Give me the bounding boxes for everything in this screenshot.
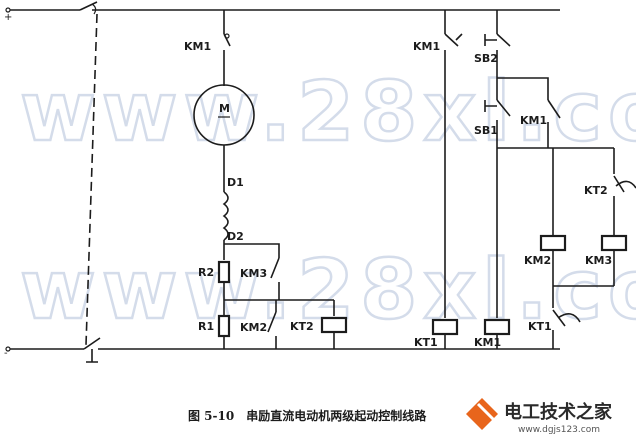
label-km2-coil: KM2 bbox=[524, 254, 551, 267]
label-d2: D2 bbox=[227, 230, 244, 243]
label-km1-ctrl: KM1 bbox=[413, 40, 440, 53]
label-km2-contact: KM2 bbox=[240, 321, 267, 334]
label-sb1: SB1 bbox=[474, 124, 498, 137]
sb1-contact bbox=[496, 99, 511, 117]
km2-contact bbox=[267, 311, 277, 333]
resistor-r1 bbox=[217, 314, 231, 338]
resistor-r2 bbox=[217, 260, 231, 284]
kt2-contact bbox=[613, 175, 636, 193]
sb2-button bbox=[484, 34, 497, 46]
coil-kt1 bbox=[431, 318, 459, 336]
km1-ctrl-contact bbox=[444, 33, 463, 47]
label-kt2-contact: KT2 bbox=[584, 184, 608, 197]
label-sb2: SB2 bbox=[474, 52, 498, 65]
km1-hold-contact bbox=[547, 99, 561, 119]
main-switch-bottom-ground bbox=[86, 349, 98, 363]
coil-kt2 bbox=[320, 316, 348, 334]
kt1-contact bbox=[552, 309, 581, 327]
logo-bolt-icon bbox=[476, 402, 496, 422]
wire-km3-top bbox=[224, 243, 280, 258]
site-logo: 电工技术之家 www.dgjs123.com bbox=[466, 398, 613, 435]
logo-url: www.dgjs123.com bbox=[518, 425, 600, 435]
label-d1: D1 bbox=[227, 176, 244, 189]
logo-name: 电工技术之家 bbox=[504, 401, 613, 423]
logo-diamond-icon bbox=[466, 398, 498, 430]
label-km3-coil: KM3 bbox=[585, 254, 612, 267]
label-r1: R1 bbox=[198, 320, 214, 333]
watermark-top: www.28xl.com bbox=[20, 65, 636, 160]
label-motor: M bbox=[219, 102, 230, 115]
figure-caption: 图 5-10 串励直流电动机两级起动控制线路 bbox=[188, 408, 427, 423]
label-km1-main: KM1 bbox=[184, 40, 211, 53]
series-field-coil bbox=[222, 191, 229, 241]
coil-km2 bbox=[539, 234, 567, 252]
label-km1-hold: KM1 bbox=[520, 114, 547, 127]
coil-km1 bbox=[483, 318, 511, 336]
terminal-minus-dot bbox=[5, 346, 11, 352]
terminal-minus: - bbox=[4, 348, 8, 359]
label-kt1-contact: KT1 bbox=[528, 320, 552, 333]
sb1-button bbox=[484, 100, 497, 112]
main-switch-bottom-blade bbox=[83, 337, 101, 350]
coil-km3 bbox=[600, 234, 628, 252]
sb2-contact bbox=[496, 33, 511, 47]
main-switch-top-blade bbox=[79, 1, 98, 11]
km3-contact bbox=[270, 257, 280, 279]
km1-main-contact-dot bbox=[224, 33, 230, 39]
label-kt2-coil: KT2 bbox=[290, 320, 314, 333]
main-switch-top-arc bbox=[91, 3, 97, 15]
wire-hold-top bbox=[497, 77, 549, 100]
label-kt1-coil: KT1 bbox=[414, 336, 438, 349]
label-km1-coil: KM1 bbox=[474, 336, 501, 349]
label-km3-contact: KM3 bbox=[240, 267, 267, 280]
label-r2: R2 bbox=[198, 266, 214, 279]
terminal-plus: + bbox=[4, 12, 12, 23]
